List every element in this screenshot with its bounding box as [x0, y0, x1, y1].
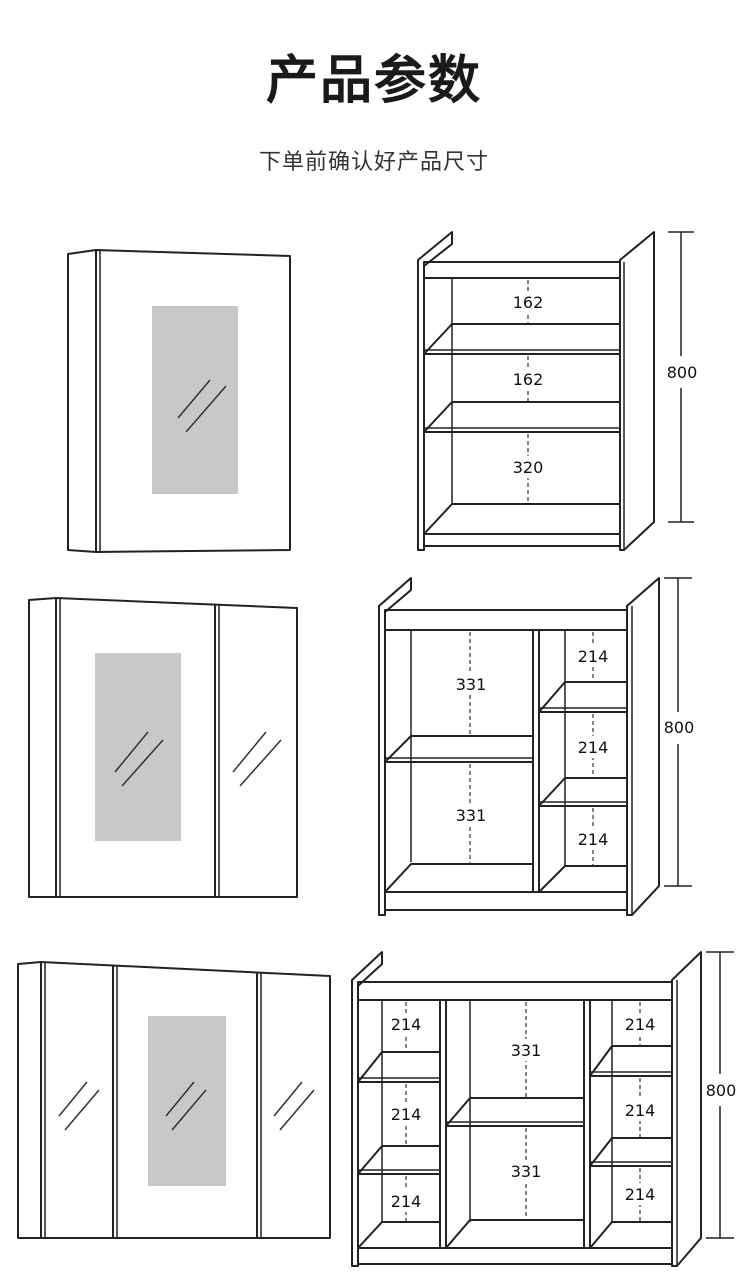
medium-cabinet-front-view — [28, 597, 298, 898]
dim-label-shelf-height: 320 — [513, 458, 544, 477]
dim-label-total-height: 800 — [664, 718, 695, 737]
large-cabinet-front-view — [17, 961, 331, 1239]
dim-label-shelf-height: 214 — [578, 647, 609, 666]
large-cabinet-shelf-view — [351, 951, 734, 1267]
dim-label-shelf-height: 331 — [456, 806, 487, 825]
dim-label-total-height: 800 — [667, 363, 698, 382]
mirror-panel — [95, 653, 181, 841]
dim-label-shelf-height: 214 — [578, 830, 609, 849]
dim-label-shelf-height: 162 — [513, 370, 544, 389]
dim-label-shelf-height: 214 — [391, 1015, 422, 1034]
dim-label-shelf-height: 331 — [511, 1162, 542, 1181]
dim-label-shelf-height: 214 — [625, 1015, 656, 1034]
dim-label-shelf-height: 214 — [391, 1192, 422, 1211]
small-cabinet-shelf-view — [417, 231, 694, 551]
dim-label-shelf-height: 214 — [391, 1105, 422, 1124]
mirror-panel — [148, 1016, 226, 1186]
small-cabinet-front-view — [67, 249, 291, 553]
dim-label-shelf-height: 331 — [456, 675, 487, 694]
dim-label-shelf-height: 214 — [625, 1101, 656, 1120]
dim-label-shelf-height: 331 — [511, 1041, 542, 1060]
dim-label-shelf-height: 214 — [625, 1185, 656, 1204]
dim-label-total-height: 800 — [706, 1081, 737, 1100]
medium-cabinet-shelf-view — [378, 577, 692, 916]
dim-label-shelf-height: 162 — [513, 293, 544, 312]
page-subtitle: 下单前确认好产品尺寸 — [258, 150, 489, 175]
dim-label-shelf-height: 214 — [578, 738, 609, 757]
mirror-panel — [152, 306, 238, 494]
page-title: 产品参数 — [265, 51, 482, 111]
